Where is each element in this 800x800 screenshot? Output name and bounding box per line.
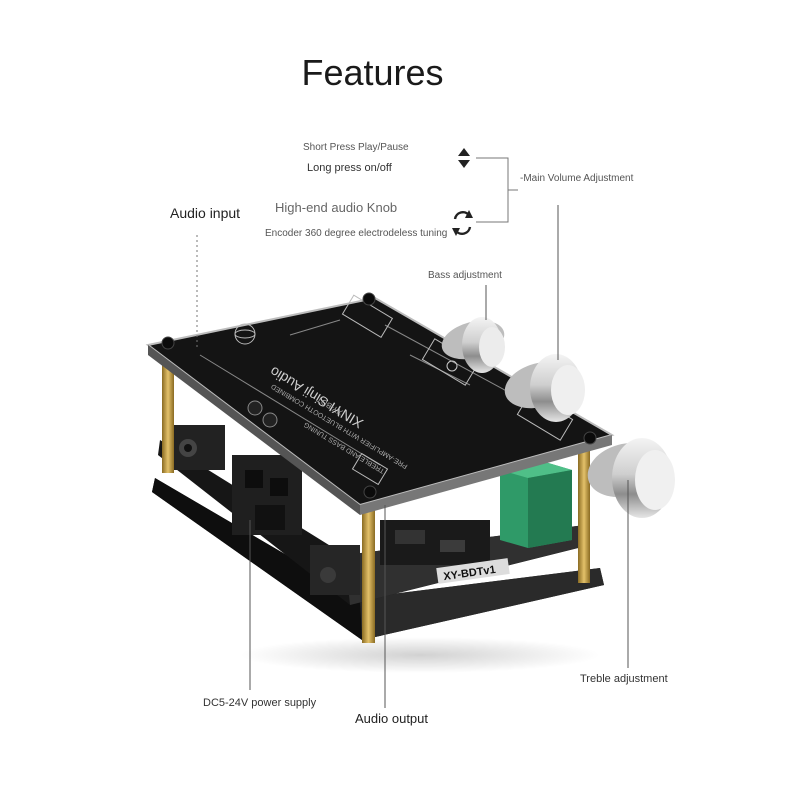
- page-title: Features: [301, 52, 444, 93]
- standoff-right: [578, 445, 590, 583]
- bass-knob[interactable]: [437, 314, 508, 373]
- pcb-label-plate: [436, 558, 510, 584]
- power-label: DC5-24V power supply: [203, 697, 317, 709]
- audio-jack: [170, 425, 225, 470]
- up-down-arrows-icon: [458, 148, 470, 168]
- treble-label: Treble adjustment: [580, 673, 668, 685]
- main-volume-label: -Main Volume Adjustment: [520, 173, 634, 184]
- short-press-label: Short Press Play/Pause: [303, 142, 409, 153]
- standoff-left: [162, 355, 174, 473]
- floor-shadow: [240, 637, 600, 673]
- rotate-arrows-icon: [452, 210, 473, 236]
- output-jack: [310, 545, 360, 595]
- screw: [362, 292, 376, 306]
- audio-output-label: Audio output: [355, 711, 429, 726]
- screw: [363, 485, 377, 499]
- screw: [161, 336, 175, 350]
- screw: [583, 431, 597, 445]
- volume-bracket: [476, 157, 509, 223]
- volume-knob[interactable]: [500, 354, 585, 422]
- knob-label: High-end audio Knob: [275, 200, 398, 215]
- long-press-label: Long press on/off: [307, 162, 392, 174]
- encoder-label: Encoder 360 degree electrodeless tuning: [265, 228, 448, 239]
- treble-knob[interactable]: [582, 435, 675, 518]
- bass-label: Bass adjustment: [428, 270, 502, 281]
- standoff-front: [362, 495, 375, 643]
- audio-input-label: Audio input: [170, 205, 241, 221]
